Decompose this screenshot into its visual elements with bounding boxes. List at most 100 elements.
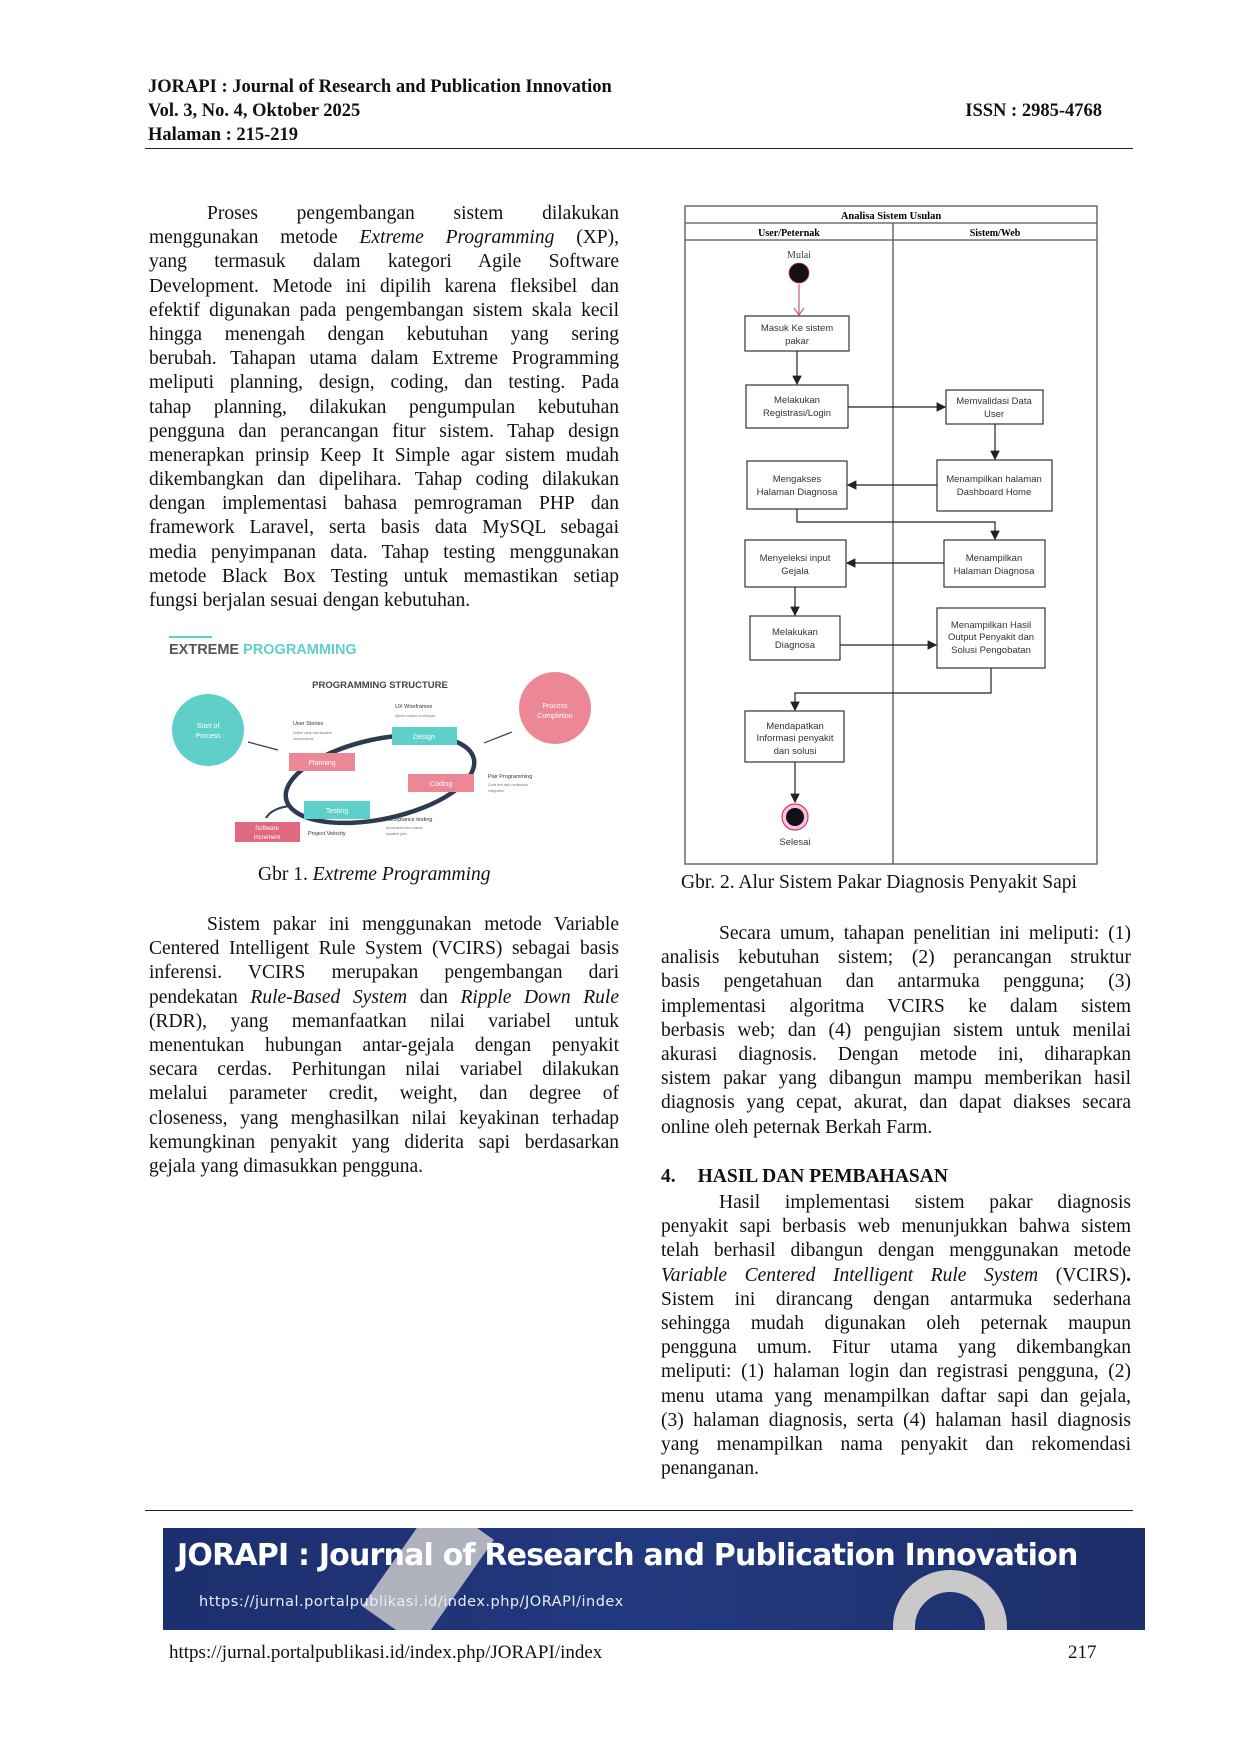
text-line: Development. Metode ini dipilih karena f… [149,275,619,299]
svg-text:Halaman Diagnosa: Halaman Diagnosa [954,566,1036,577]
text-segment: (3) halaman diagnosis, serta (4) halaman… [661,1409,1131,1431]
svg-text:Selesai: Selesai [779,837,810,848]
svg-text:Acceptance testing: Acceptance testing [386,817,432,823]
text-segment: basis pengetahuan dan antarmuka pengguna… [661,971,1131,993]
text-line: efektif digunakan pada pengembangan sist… [149,299,619,323]
text-line: hingga menengah dengan kebutuhan yang se… [149,323,619,347]
start-node [788,262,810,284]
figure-title: EXTREME PROGRAMMING [169,642,357,658]
text-line: meliputi planning, design, coding, dan t… [149,371,619,395]
svg-text:Solusi Pengobatan: Solusi Pengobatan [951,645,1031,656]
text-segment: framework Laravel, serta basis data MySQ… [149,517,619,539]
text-segment: dengan implementasi bahasa pemrograman P… [149,493,619,515]
text-line: sehingga mudah digunakan oleh peternak m… [661,1312,1131,1336]
lane-user: User/Peternak [758,228,820,239]
footer-url[interactable]: https://jurnal.portalpublikasi.id/index.… [169,1642,603,1663]
text-segment: menggunakan metode [149,227,360,249]
text-segment: kemungkinan penyakit yang diderita sapi … [149,1131,619,1153]
text-line: implementasi algoritma VCIRS ke dalam si… [661,995,1131,1019]
coding-box [408,774,474,792]
text-line: Secara umum, tahapan penelitian ini meli… [661,922,1131,946]
text-line: closeness, yang menghasilkan nilai keyak… [149,1107,619,1131]
svg-text:Speed solution prototypes: Speed solution prototypes [395,714,436,718]
diagram-title: Analisa Sistem Usulan [841,211,942,222]
journal-banner: JORAPI : Journal of Research and Publica… [163,1528,1145,1630]
text-segment: dan [407,986,461,1008]
node-registrasi [745,384,849,429]
text-line: telah berhasil dibangun dengan menggunak… [661,1239,1131,1263]
text-segment: metode Black Box Testing untuk memastika… [149,565,619,587]
text-line: Variable Centered Intelligent Rule Syste… [661,1264,1131,1288]
text-line: dikembangkan dan dipelihara. Tahap codin… [149,468,619,492]
svg-text:Menampilkan Hasil: Menampilkan Hasil [951,620,1031,631]
section-number: 4. [661,1166,676,1187]
text-line: basis pengetahuan dan antarmuka pengguna… [661,970,1131,994]
svg-text:dan solusi: dan solusi [774,746,817,757]
text-segment: dikembangkan dan dipelihara. Tahap codin… [149,469,619,491]
text-line: diagnosis yang cepat, akurat, dan dapat … [661,1091,1131,1115]
text-segment: implementasi algoritma VCIRS ke dalam si… [661,995,1131,1017]
svg-text:Melakukan: Melakukan [772,627,818,638]
svg-text:Menampilkan halaman: Menampilkan halaman [946,474,1042,485]
node-diagnosa [749,615,841,661]
text-segment: sehingga mudah digunakan oleh peternak m… [661,1312,1131,1334]
text-line: (RDR), yang memanfaatkan nilai variabel … [149,1010,619,1034]
text-segment: Hasil implementasi sistem pakar diagnosi… [719,1192,1131,1213]
svg-text:Masuk Ke sistem: Masuk Ke sistem [761,323,833,334]
paragraph-3: Secara umum, tahapan penelitian ini meli… [661,922,1131,1140]
node-masuk [744,315,850,352]
volume-info: Vol. 3, No. 4, Oktober 2025 [148,101,361,121]
text-line: akurasi diagnosis. Dengan metode ini, di… [661,1043,1131,1067]
text-line: metode Black Box Testing untuk memastika… [149,565,619,589]
cycle-loop [283,732,477,826]
figure-1-caption: Gbr 1. Extreme Programming [258,864,491,885]
text-segment: meliputi: (1) halaman login dan registra… [661,1361,1131,1383]
page-number: 217 [1068,1642,1097,1663]
figure-2-activity-diagram: Analisa Sistem Usulan User/Peternak Sist… [676,200,1106,872]
text-segment: pendekatan [149,986,251,1008]
text-segment: Sistem ini dirancang dengan antarmuka se… [661,1288,1131,1310]
svg-text:Mulai: Mulai [787,250,811,261]
svg-text:Registrasi/Login: Registrasi/Login [763,408,831,419]
text-line: media penyimpanan data. Tahap testing me… [149,541,619,565]
running-header: JORAPI : Journal of Research and Publica… [148,75,612,147]
text-line: melalui parameter credit, weight, dan de… [149,1082,619,1106]
text-line: dengan implementasi bahasa pemrograman P… [149,492,619,516]
arrow-start [247,741,279,751]
banner-title: JORAPI : Journal of Research and Publica… [177,1538,1078,1573]
text-segment: Sistem pakar ini menggunakan metode Vari… [207,914,619,935]
svg-text:Testing: Testing [326,808,348,815]
text-line: penyakit sapi berbasis web menunjukkan b… [661,1215,1131,1239]
text-line: Sistem ini dirancang dengan antarmuka se… [661,1288,1131,1312]
text-segment: closeness, yang menghasilkan nilai keyak… [149,1107,619,1129]
text-line: penanganan. [661,1457,1131,1481]
text-line: framework Laravel, serta basis data MySQ… [149,516,619,540]
text-segment: Secara umum, tahapan penelitian ini meli… [719,923,1131,944]
node-informasi [744,710,845,763]
svg-text:Software: Software [255,826,279,832]
structure-title: PROGRAMMING STRUCTURE [312,680,448,691]
text-segment: telah berhasil dibangun dengan menggunak… [661,1240,1131,1262]
text-line: analisis kebutuhan sistem; (2) perancang… [661,946,1131,970]
section-heading: 4.HASIL DAN PEMBAHASAN [661,1166,948,1188]
text-line: pengguna umum. Fitur utama yang dikemban… [661,1336,1131,1360]
text-segment: berubah. Tahapan utama dalam Extreme Pro… [149,348,619,370]
text-segment: gejala yang dimasukkan pengguna. [149,1155,423,1177]
paragraph-4: Hasil implementasi sistem pakar diagnosi… [661,1191,1131,1481]
text-line: kemungkinan penyakit yang diderita sapi … [149,1131,619,1155]
text-segment: . [1126,1264,1132,1286]
paragraph-2: Sistem pakar ini menggunakan metode Vari… [149,913,619,1179]
text-segment: tahap planning, dilakukan pengumpulan ke… [149,396,619,418]
text-line: Centered Intelligent Rule System (VCIRS)… [149,937,619,961]
node-validasi [945,389,1044,425]
svg-text:Diagnosa: Diagnosa [775,640,816,651]
svg-text:Menyeleksi input: Menyeleksi input [760,553,831,564]
svg-text:Planning: Planning [308,760,335,767]
text-line: menu utama yang menampilkan daftar sapi … [661,1385,1131,1409]
svg-text:Pair Programming: Pair Programming [488,774,532,780]
node-dashboard [936,459,1053,512]
text-segment: media penyimpanan data. Tahap testing me… [149,541,619,563]
design-box [392,727,457,745]
text-segment: yang menampilkan nama penyakit dan rekom… [661,1433,1131,1455]
